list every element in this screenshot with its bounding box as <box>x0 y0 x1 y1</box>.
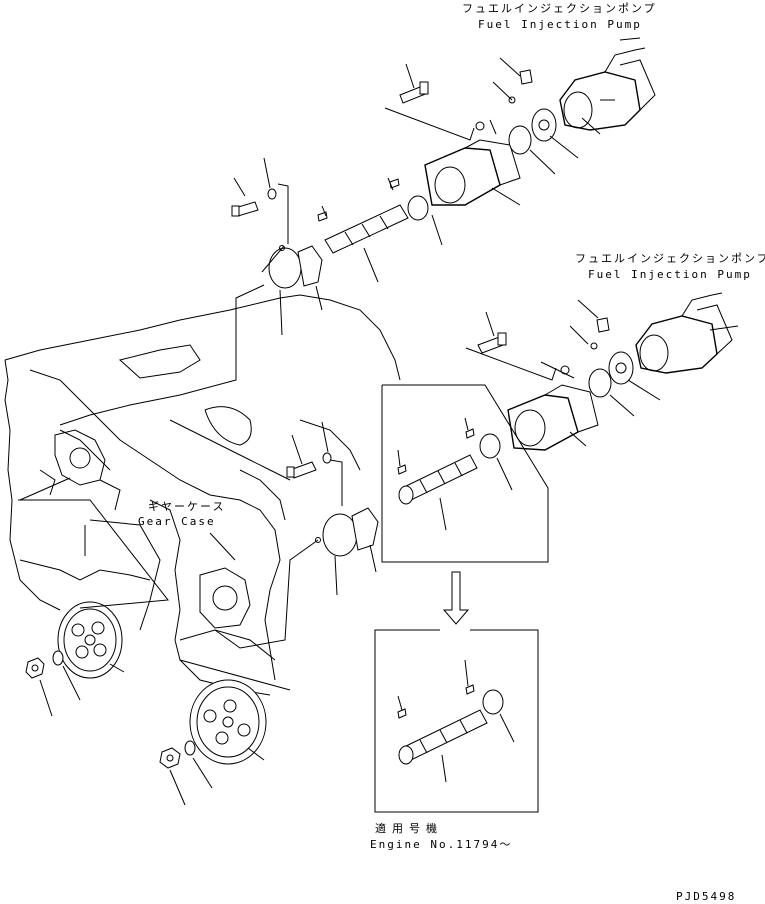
applicable-label-jp: 適用号機 <box>375 822 443 835</box>
upper-pump-assembly <box>231 47 656 289</box>
nut-lower <box>159 747 181 769</box>
pump-mid-label-jp: フュエルインジェクションポンプ <box>575 252 765 265</box>
down-arrow <box>442 571 470 625</box>
pump-top-label-en: Fuel Injection Pump <box>478 18 642 31</box>
leader-lines <box>18 37 739 806</box>
pump-mid-label-en: Fuel Injection Pump <box>588 268 752 281</box>
drive-gear-lower <box>189 679 267 765</box>
nut-upper <box>25 657 45 679</box>
idler-gear-upper <box>57 601 123 679</box>
washer-lower <box>184 740 196 756</box>
pump-top-label-jp: フュエルインジェクションポンプ <box>462 2 657 15</box>
gear-case-outline <box>4 294 401 696</box>
drawing-code: PJD5498 <box>676 890 737 903</box>
detail-box-2 <box>374 629 539 813</box>
detail-box-1 <box>381 384 549 563</box>
gear-case-label-jp: ギヤーケース <box>148 500 226 513</box>
engine-no-label: Engine No.11794～ <box>370 838 513 851</box>
washer-upper <box>52 650 64 666</box>
gear-case-label-en: Gear Case <box>138 515 216 528</box>
middle-pump-assembly <box>286 292 733 557</box>
